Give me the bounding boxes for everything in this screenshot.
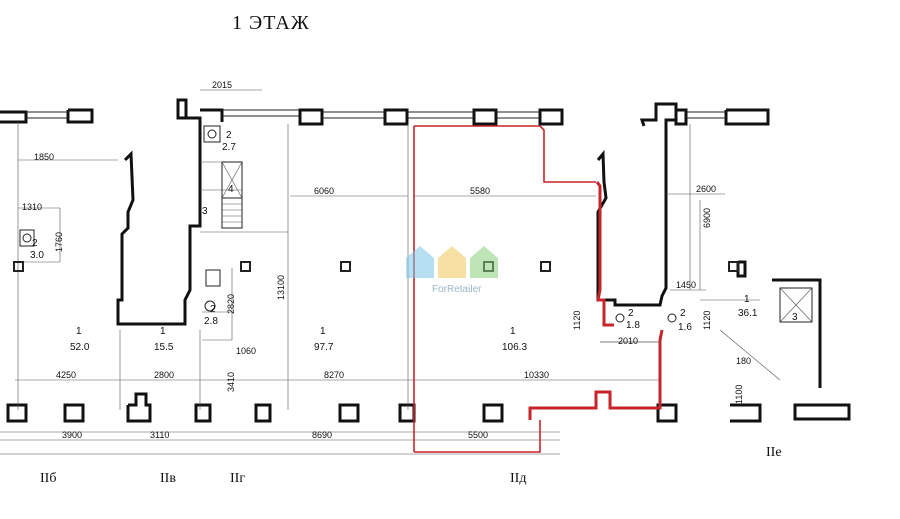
dim-1100: 1100 — [734, 385, 744, 404]
dim-4250: 4250 — [56, 370, 76, 380]
dim-1060: 1060 — [236, 346, 256, 356]
dim-8270: 8270 — [324, 370, 344, 380]
room-num: 2 — [226, 130, 232, 141]
dim-1310: 1310 — [22, 202, 42, 212]
highlighted-unit — [413, 125, 664, 453]
room-area: 3.0 — [30, 250, 44, 261]
dim-2800: 2800 — [154, 370, 174, 380]
dim-180: 180 — [736, 356, 751, 366]
axis-label: IIв — [160, 471, 176, 486]
room-area: 1.8 — [626, 320, 640, 331]
room-num: 1 — [76, 326, 82, 337]
dim-1450: 1450 — [676, 280, 696, 290]
dim-1760: 1760 — [54, 232, 64, 252]
labels: 2015 1850 1310 1760 6060 5580 2600 6900 … — [22, 80, 798, 486]
dim-2600: 2600 — [696, 184, 716, 194]
dim-5500: 5500 — [468, 430, 488, 440]
stair-num: 4 — [228, 184, 234, 195]
elevator-num: 3 — [792, 312, 798, 323]
axis-label: IIe — [766, 445, 782, 460]
dim-1120-right: 1120 — [702, 311, 712, 330]
dim-6060: 6060 — [314, 186, 334, 196]
dim-1120-left: 1120 — [572, 311, 582, 330]
room-area: 97.7 — [314, 342, 334, 353]
dim-13100: 13100 — [276, 275, 286, 300]
dimension-ticks — [200, 89, 725, 343]
axis-label: IIд — [510, 471, 526, 486]
floor-title: 1 ЭТАЖ — [232, 12, 310, 34]
room-num: 1 — [744, 294, 750, 305]
room-area: 2.8 — [204, 316, 218, 327]
room-num: 2 — [32, 238, 38, 249]
dim-6900: 6900 — [702, 208, 712, 228]
room-area: 106.3 — [502, 342, 527, 353]
dim-3110: 3110 — [150, 430, 169, 440]
axis-label: IIг — [230, 471, 245, 486]
stair-and-fixtures — [19, 125, 813, 323]
room-num: 2 — [628, 308, 634, 319]
dim-8690: 8690 — [312, 430, 332, 440]
room-area: 15.5 — [154, 342, 174, 353]
stair-label: 3 — [202, 206, 208, 217]
room-area: 36.1 — [738, 308, 758, 319]
dim-2820: 2820 — [226, 294, 236, 314]
room-num: 2 — [680, 308, 686, 319]
dim-2010: 2010 — [618, 336, 638, 346]
dim-3900: 3900 — [62, 430, 82, 440]
dim-5580: 5580 — [470, 186, 490, 196]
room-num: 2 — [210, 304, 216, 315]
dim-3410: 3410 — [226, 372, 236, 392]
watermark-logo — [404, 244, 514, 285]
room-num: 1 — [510, 326, 516, 337]
dim-1850: 1850 — [34, 152, 54, 162]
room-num: 1 — [320, 326, 326, 337]
watermark-text: ForRetailer — [432, 284, 482, 295]
dim-10330: 10330 — [524, 370, 549, 380]
axis-label: IIб — [40, 471, 56, 486]
room-num: 1 — [160, 326, 166, 337]
walls — [0, 98, 851, 423]
interior-lines — [0, 122, 781, 455]
room-area: 52.0 — [70, 342, 90, 353]
dim-2015: 2015 — [212, 80, 232, 90]
room-area: 1.6 — [678, 322, 692, 333]
room-area: 2.7 — [222, 142, 236, 153]
